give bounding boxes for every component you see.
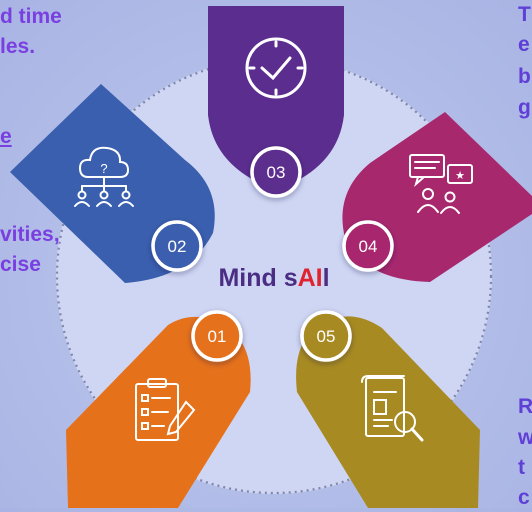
left-link-fragment[interactable]: e: [0, 125, 12, 148]
dotted-ring: [55, 57, 493, 495]
segment-03-number: 03: [267, 163, 286, 182]
segment-02-number: 02: [168, 237, 187, 256]
right-text-fragment-3: b: [518, 65, 531, 88]
left-text-fragment-2: les.: [0, 35, 36, 58]
svg-text:?: ?: [100, 161, 107, 176]
left-text-fragment-1: d time: [0, 5, 62, 28]
document-search-icon: [361, 375, 424, 442]
svg-text:★: ★: [455, 170, 465, 182]
segment-05[interactable]: 05: [296, 310, 480, 508]
segment-04[interactable]: ★ 04: [342, 112, 532, 282]
center-title: Mind sAIl: [218, 264, 329, 292]
segment-01-number: 01: [208, 327, 227, 346]
center-title-prefix: Mind s: [218, 264, 297, 292]
segment-02[interactable]: ? 02: [10, 84, 215, 283]
center-title-suffix: l: [323, 264, 330, 292]
checklist-icon: [135, 378, 196, 441]
segment-01[interactable]: 01: [66, 310, 251, 508]
clock-icon: [245, 37, 307, 99]
left-text-fragment-4: cise: [0, 253, 41, 276]
center-title-highlight: AI: [298, 264, 323, 292]
segment-05-shape: [296, 316, 480, 508]
segment-05-number: 05: [317, 327, 336, 346]
chat-people-icon: ★: [409, 154, 473, 214]
right-text-fragment-6: w: [518, 426, 532, 449]
right-text-fragment-8: c: [518, 486, 530, 509]
right-text-fragment-5: R: [518, 395, 532, 418]
segment-03[interactable]: 03: [208, 6, 344, 198]
right-text-fragment-4: g: [518, 96, 531, 119]
right-text-fragment-1: T: [518, 3, 531, 26]
left-text-fragment-3: vities,: [0, 223, 60, 246]
cloud-network-icon: ?: [74, 146, 134, 207]
right-text-fragment-7: t: [518, 456, 525, 479]
segment-04-number: 04: [359, 237, 378, 256]
right-text-fragment-2: e: [518, 33, 530, 56]
